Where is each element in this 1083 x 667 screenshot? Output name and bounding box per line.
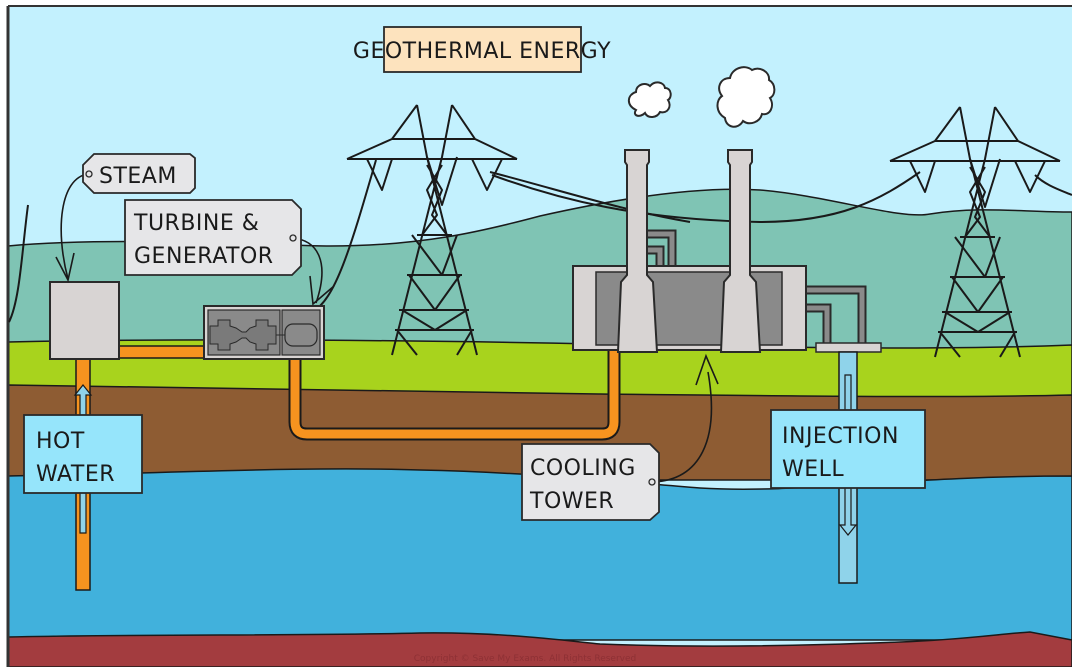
copyright-notice: Copyright © Save My Exams. All Rights Re… bbox=[414, 654, 636, 664]
turbine-icon bbox=[209, 319, 277, 351]
label-hot-water: HOT WATER bbox=[23, 414, 143, 494]
label-turbine-generator: TURBINE & GENERATOR bbox=[124, 199, 302, 276]
chimney-left bbox=[616, 149, 659, 353]
steam-arrow bbox=[60, 173, 89, 280]
chimney-right bbox=[719, 149, 762, 353]
label-turbine-text-line1: TURBINE & bbox=[133, 211, 259, 236]
steam-separator bbox=[49, 281, 120, 360]
right-margin bbox=[1072, 0, 1083, 667]
label-cooling-line1: COOLING bbox=[530, 456, 636, 481]
label-cooling-line2: TOWER bbox=[529, 489, 614, 514]
turbine-arrowhead bbox=[309, 275, 335, 306]
label-steam-text: STEAM bbox=[99, 164, 177, 189]
deep-rock-layer bbox=[7, 631, 1073, 667]
label-injection-well: INJECTION WELL bbox=[770, 409, 926, 489]
label-cooling-tower: COOLING TOWER bbox=[521, 443, 660, 521]
cooling-tower-arrow bbox=[652, 371, 713, 483]
steam-arrowhead bbox=[55, 252, 75, 283]
pylon-right bbox=[889, 106, 1061, 358]
label-injection-line2: WELL bbox=[782, 457, 844, 482]
generator-icon bbox=[284, 323, 318, 347]
label-turbine-text-line2: GENERATOR bbox=[134, 244, 274, 269]
top-margin bbox=[0, 0, 1083, 5]
condensate-pipe-fill bbox=[290, 350, 619, 439]
power-line-4 bbox=[489, 171, 691, 223]
steam-cloud-right bbox=[716, 66, 776, 128]
cooling-tower-arrowhead bbox=[695, 353, 719, 386]
label-hot-water-line1: HOT bbox=[36, 429, 85, 454]
cooling-tower-plant bbox=[572, 149, 882, 353]
title-text: GEOTHERMAL ENERGY bbox=[353, 39, 611, 64]
label-injection-line1: INJECTION bbox=[782, 424, 899, 449]
power-line-1 bbox=[8, 204, 29, 323]
pylon-left bbox=[346, 104, 518, 356]
diagram-title: GEOTHERMAL ENERGY bbox=[353, 26, 611, 73]
steam-pipe bbox=[117, 345, 209, 359]
turbine-generator-unit bbox=[203, 305, 325, 360]
steam-cloud-left bbox=[627, 81, 672, 118]
label-steam: STEAM bbox=[82, 153, 196, 194]
label-hot-water-line2: WATER bbox=[36, 462, 115, 487]
